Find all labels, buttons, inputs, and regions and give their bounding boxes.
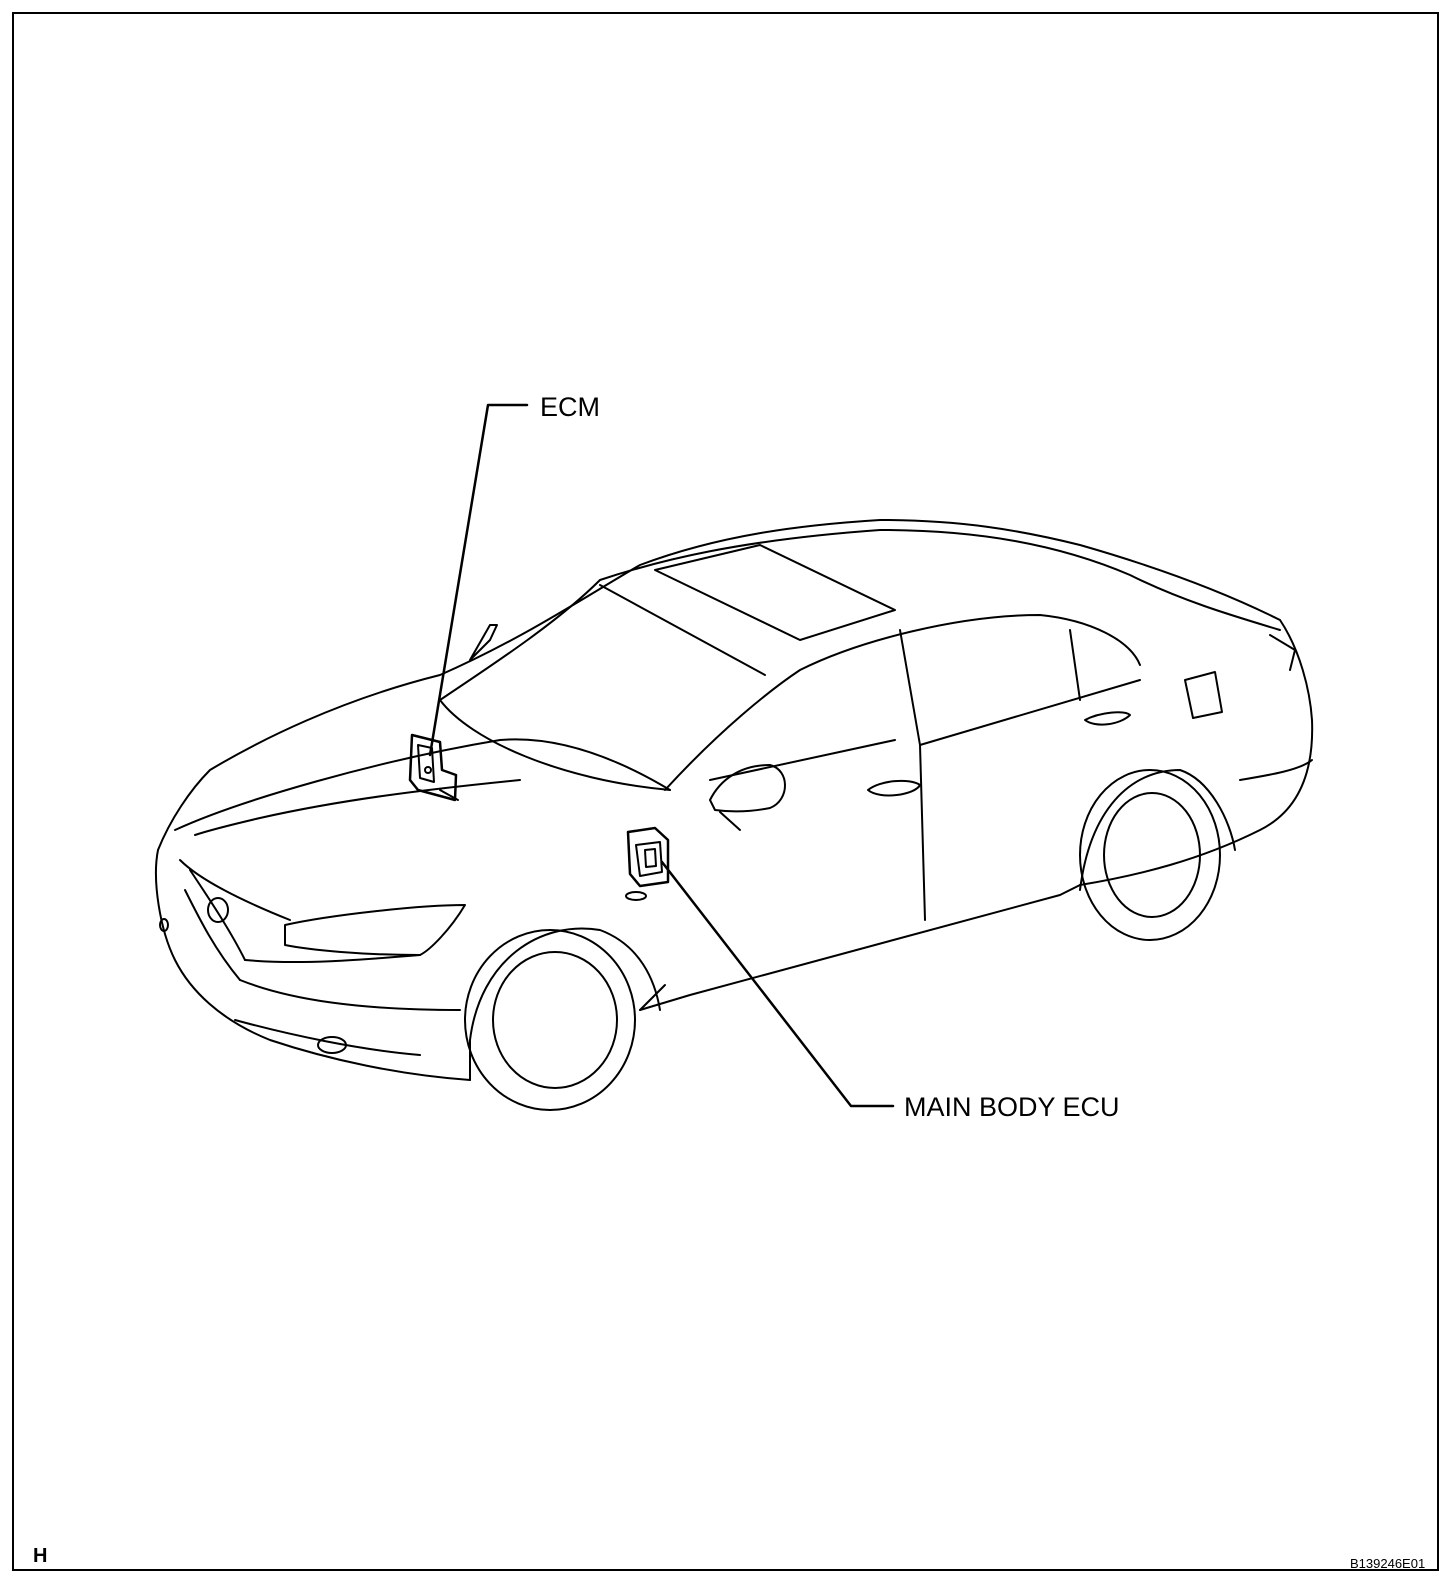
car-cabin xyxy=(439,529,1281,921)
figure-id: B139246E01 xyxy=(1350,1556,1426,1571)
ecm-label: ECM xyxy=(540,392,600,422)
car-front xyxy=(159,779,521,1056)
main-body-ecu-leader-line xyxy=(660,860,895,1108)
ecm-leader-line xyxy=(428,403,529,757)
rear-wheel xyxy=(1079,769,1236,941)
leader-lines xyxy=(428,403,895,1108)
corner-letter: H xyxy=(33,1545,48,1567)
main-body-ecu-label: MAIN BODY ECU xyxy=(904,1092,1120,1122)
car-details xyxy=(469,624,1313,831)
diagram-frame xyxy=(12,12,1439,1571)
front-wheel xyxy=(464,927,661,1111)
ecm-component xyxy=(408,733,459,802)
main-body-ecu-component xyxy=(625,826,670,901)
car-body xyxy=(155,519,1314,1081)
